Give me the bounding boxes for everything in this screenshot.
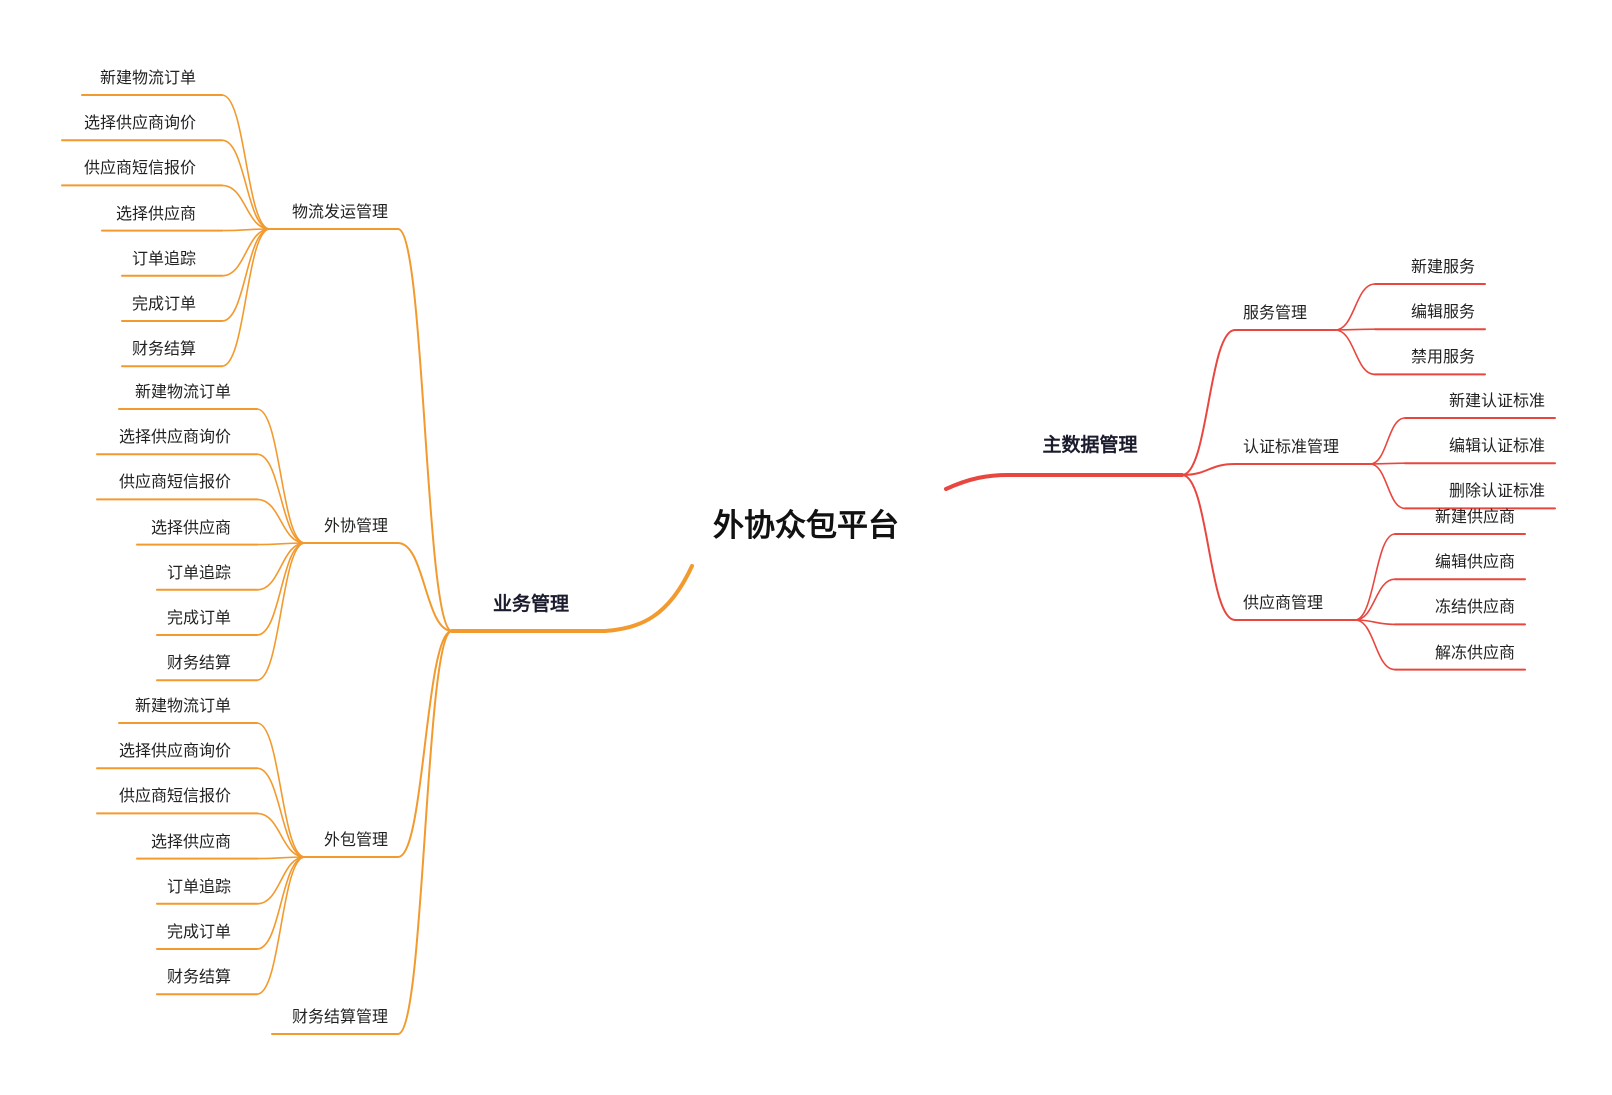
- leaf-business-0-3[interactable]: 选择供应商: [115, 203, 196, 223]
- subtopic-business-1[interactable]: 外协管理: [323, 516, 388, 535]
- leaf-business-0-5[interactable]: 完成订单: [131, 294, 196, 313]
- leaf-business-2-1[interactable]: 选择供应商询价: [118, 741, 231, 761]
- branch-business-3: [397, 630, 453, 1035]
- leaf-branch-master-0-1: [1334, 328, 1376, 331]
- leaf-branch-business-1-0: [256, 408, 306, 544]
- leaf-business-2-6[interactable]: 财务结算: [166, 967, 231, 987]
- leaf-branch-master-1-2: [1369, 463, 1406, 510]
- subtopic-business-2[interactable]: 外包管理: [323, 830, 388, 849]
- leaf-business-2-2[interactable]: 供应商短信报价: [118, 786, 231, 806]
- branch-business-1: [397, 542, 453, 632]
- leaf-business-0-1[interactable]: 选择供应商询价: [83, 113, 196, 133]
- subtopic-business-3[interactable]: 财务结算管理: [291, 1007, 388, 1026]
- leaf-business-2-0[interactable]: 新建物流订单: [134, 696, 231, 715]
- leaf-business-0-4[interactable]: 订单追踪: [131, 248, 196, 268]
- branch-master-2: [1181, 474, 1236, 621]
- leaf-business-1-2[interactable]: 供应商短信报价: [118, 472, 231, 492]
- leaf-branch-business-0-2: [221, 184, 271, 230]
- leaf-master-2-1[interactable]: 编辑供应商: [1434, 552, 1515, 572]
- subtopic-master-2[interactable]: 供应商管理: [1243, 593, 1324, 612]
- leaf-business-2-5[interactable]: 完成订单: [166, 922, 231, 941]
- leaf-branch-business-1-1: [256, 453, 306, 544]
- leaf-business-1-5[interactable]: 完成订单: [166, 608, 231, 627]
- leaf-branch-master-1-1: [1369, 462, 1406, 465]
- leaf-business-1-3[interactable]: 选择供应商: [150, 517, 231, 537]
- leaf-business-0-2[interactable]: 供应商短信报价: [83, 158, 196, 178]
- trunk-master-data: [944, 473, 1184, 491]
- main-topic-business[interactable]: 业务管理: [492, 593, 570, 615]
- leaf-business-1-1[interactable]: 选择供应商询价: [118, 427, 231, 447]
- leaf-branch-business-2-4: [256, 856, 306, 905]
- leaf-branch-business-0-0: [221, 94, 271, 230]
- leaf-master-2-2[interactable]: 冻结供应商: [1434, 597, 1515, 617]
- leaf-business-1-6[interactable]: 财务结算: [166, 653, 231, 673]
- subtopic-master-0[interactable]: 服务管理: [1243, 303, 1308, 322]
- leaf-master-1-1[interactable]: 编辑认证标准: [1448, 436, 1545, 456]
- root-topic[interactable]: 外协众包平台: [713, 508, 899, 544]
- leaf-business-1-0[interactable]: 新建物流订单: [134, 382, 231, 401]
- leaf-branch-business-2-1: [256, 767, 306, 858]
- leaf-branch-master-1-0: [1369, 417, 1406, 465]
- leaf-branch-master-2-0: [1354, 533, 1396, 621]
- subtopic-business-0[interactable]: 物流发运管理: [291, 202, 388, 221]
- leaf-business-0-0[interactable]: 新建物流订单: [99, 68, 196, 87]
- trunk-business: [450, 564, 694, 633]
- leaf-master-2-0[interactable]: 新建供应商: [1434, 507, 1515, 526]
- leaf-branch-business-1-4: [256, 542, 306, 591]
- leaf-branch-business-0-6: [221, 228, 271, 367]
- leaf-master-0-0[interactable]: 新建服务: [1410, 257, 1475, 276]
- leaf-business-0-6[interactable]: 财务结算: [131, 339, 196, 359]
- leaf-branch-business-2-0: [256, 722, 306, 858]
- branch-business-2: [397, 630, 453, 858]
- subtopic-master-1[interactable]: 认证标准管理: [1243, 437, 1340, 456]
- branch-business-0: [397, 228, 453, 632]
- leaf-master-2-3[interactable]: 解冻供应商: [1434, 642, 1515, 662]
- leaf-branch-business-2-6: [256, 856, 306, 995]
- leaf-master-0-2[interactable]: 禁用服务: [1410, 347, 1475, 367]
- leaf-branch-master-0-0: [1334, 283, 1376, 331]
- leaf-business-2-3[interactable]: 选择供应商: [150, 831, 231, 851]
- leaf-master-1-0[interactable]: 新建认证标准: [1448, 391, 1545, 410]
- branch-master-0: [1181, 329, 1236, 476]
- leaf-branch-business-1-2: [256, 498, 306, 544]
- main-topic-master-data[interactable]: 主数据管理: [1042, 434, 1138, 456]
- branch-master-1: [1181, 463, 1236, 476]
- leaf-master-1-2[interactable]: 删除认证标准: [1448, 481, 1545, 501]
- leaf-business-2-4[interactable]: 订单追踪: [166, 876, 231, 896]
- leaf-branch-business-2-2: [256, 812, 306, 858]
- leaf-branch-business-0-4: [221, 228, 271, 277]
- leaf-branch-business-1-6: [256, 542, 306, 681]
- leaf-master-0-1[interactable]: 编辑服务: [1410, 302, 1475, 322]
- leaf-branch-master-0-2: [1334, 329, 1376, 376]
- leaf-branch-master-2-3: [1354, 619, 1396, 671]
- leaf-branch-business-0-1: [221, 139, 271, 230]
- leaf-business-1-4[interactable]: 订单追踪: [166, 562, 231, 582]
- leaf-branch-master-2-1: [1354, 578, 1396, 621]
